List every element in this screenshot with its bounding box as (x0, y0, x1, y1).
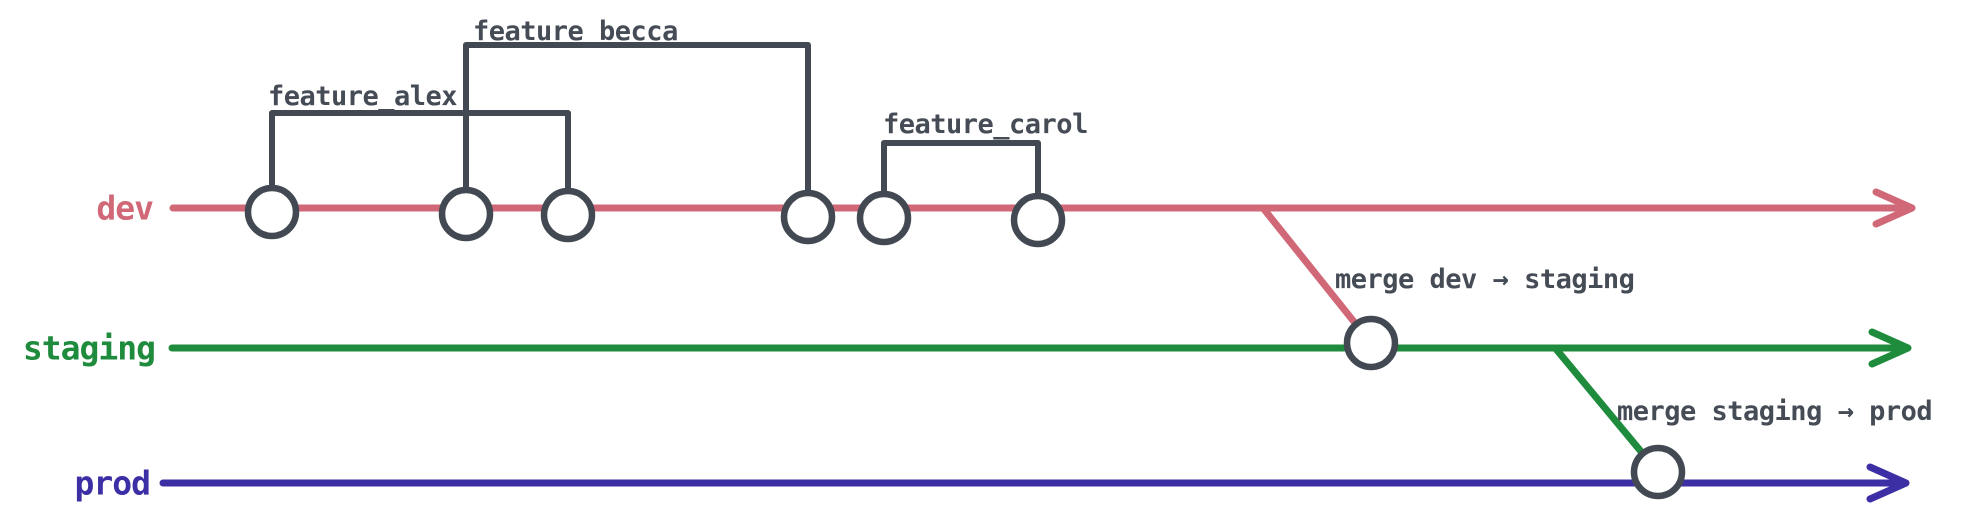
commit-node-4 (780, 189, 836, 245)
commit-node-3 (540, 187, 596, 243)
feature-bracket-alex (269, 110, 571, 218)
merge-node-staging-prod (1630, 444, 1686, 500)
feature-label-becca: feature_becca (473, 16, 678, 47)
commit-node-6 (1010, 192, 1066, 248)
feature-label-carol: feature_carol (883, 109, 1088, 140)
branch-label-prod: prod (75, 464, 150, 503)
branch-label-dev: dev (96, 189, 153, 228)
arrowhead-icon-dev (1872, 188, 1916, 228)
arrowhead-icon-staging (1868, 328, 1912, 368)
merge-node-dev-staging (1343, 315, 1399, 371)
commit-node-1 (244, 184, 300, 240)
branch-label-staging: staging (23, 329, 155, 368)
merge-label-dev-staging: merge dev → staging (1335, 264, 1634, 295)
commit-node-2 (438, 186, 494, 242)
merge-label-staging-prod: merge staging → prod (1617, 396, 1932, 427)
feature-label-alex: feature_alex (268, 81, 457, 112)
feature-bracket-carol (881, 140, 1041, 223)
merge-edge-dev-staging (1259, 204, 1375, 347)
commit-node-5 (856, 190, 912, 246)
feature-bracket-becca (463, 42, 811, 220)
arrowhead-icon-prod (1866, 463, 1910, 503)
